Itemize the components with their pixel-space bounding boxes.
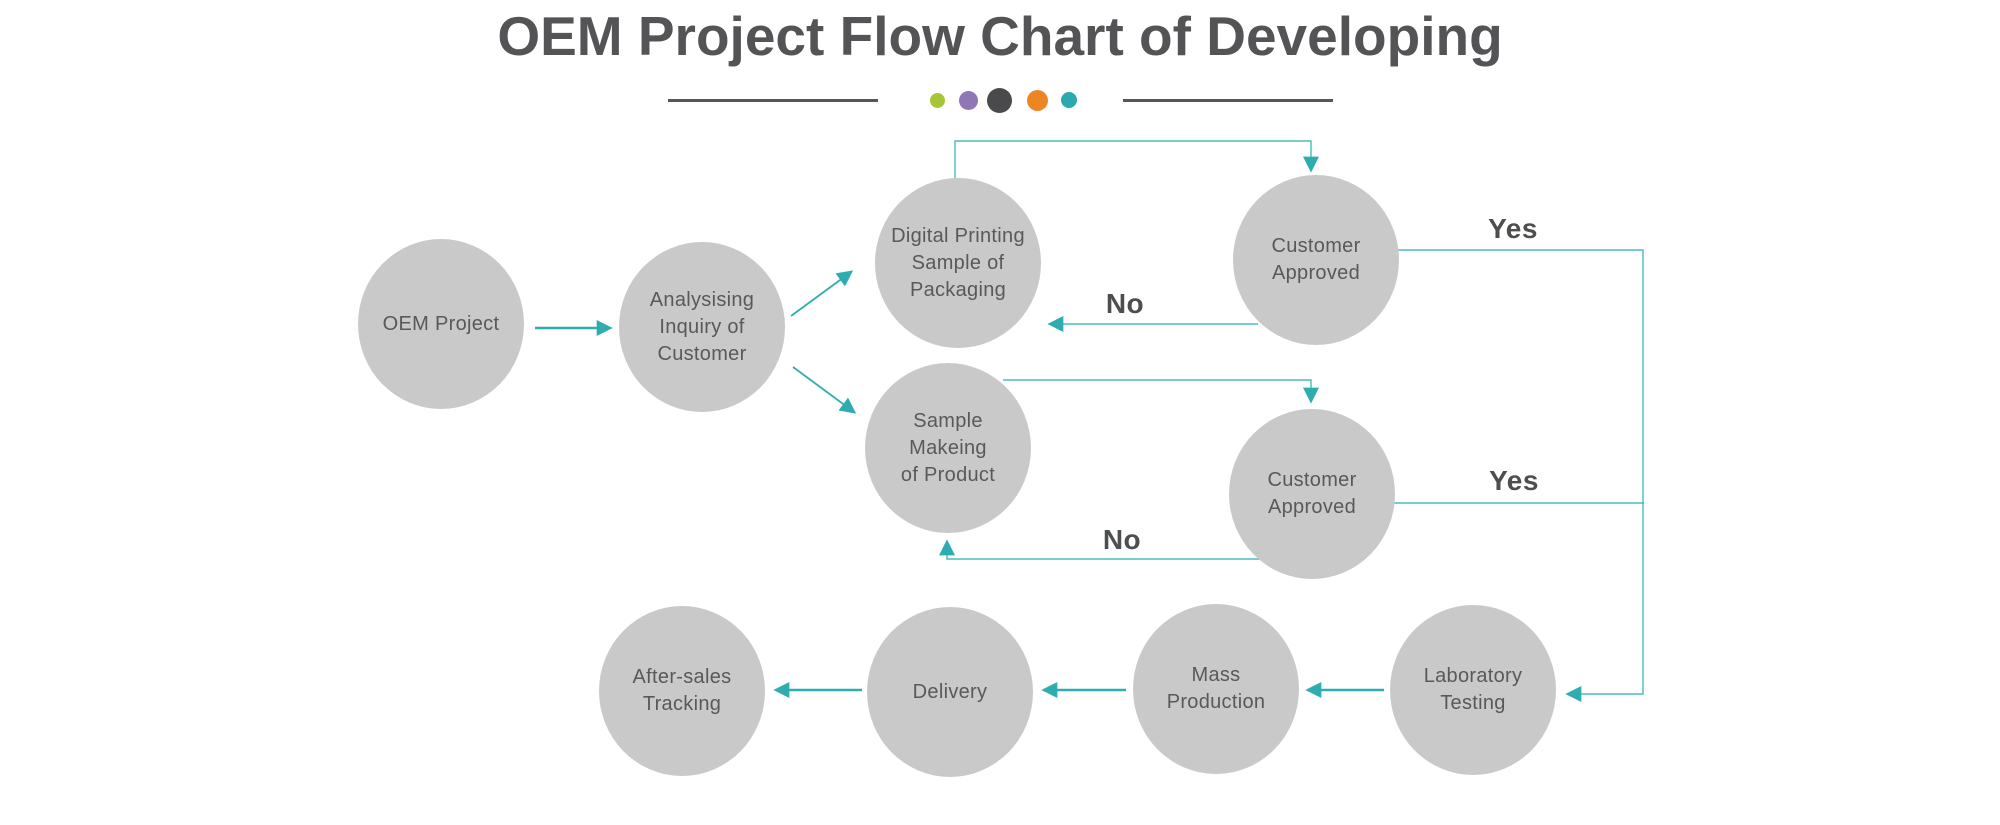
node-label-line: of Product [900,463,996,486]
dot-teal [1061,92,1077,108]
node-label-line: Tracking [642,693,722,715]
dot-green [929,92,945,108]
yes-label-top: Yes [1488,213,1538,244]
node-label-line: OEM Project [382,312,500,335]
node-label-line: Approved [1271,262,1360,284]
node-label-line: After-sales [632,666,732,688]
node-label-line: Digital Printing [891,224,1025,247]
node-delivery: Delivery [867,607,1033,777]
node-label-line: Makeing [909,436,987,459]
connector-analysising-to-digital-printing [790,270,854,317]
node-label-line: Sample of [911,251,1005,274]
node-label-line: Approved [1267,496,1356,518]
dot-charcoal [986,87,1012,113]
connector-digital-printing-to-customer-approved-top [954,140,1319,180]
connector-customer-approved-top-yes-to-laboratory [1398,249,1644,702]
node-label-line: Production [1166,691,1266,713]
node-label-line: Customer [1267,469,1357,491]
connector-sample-makeing-to-customer-approved-bottom [1003,379,1319,404]
node-label-line: Laboratory [1423,665,1523,687]
node-label-line: Customer [1271,235,1361,257]
no-label-top: No [1105,288,1145,319]
decor-line-left [668,98,878,102]
connector-customer-approved-bottom-no-return [939,539,1263,560]
node-label-line: Testing [1440,692,1506,714]
node-label-line: Packaging [909,278,1007,301]
dot-orange [1026,89,1048,111]
yes-label-bottom: Yes [1489,465,1539,496]
page-title: OEM Project Flow Chart of Developing [497,5,1503,67]
node-label-line: Delivery [912,680,988,703]
no-label-bottom: No [1102,524,1142,555]
dot-purple [958,90,978,110]
node-label-line: Mass [1191,664,1241,686]
node-label-line: Analysising [649,288,755,311]
node-oem-project: OEM Project [358,239,524,409]
node-label-line: Customer [657,342,747,365]
node-label-line: Inquiry of [659,315,745,338]
node-label-line: Sample [913,409,983,432]
decor-line-right [1123,98,1333,102]
connector-analysising-to-sample-makeing [792,366,857,414]
